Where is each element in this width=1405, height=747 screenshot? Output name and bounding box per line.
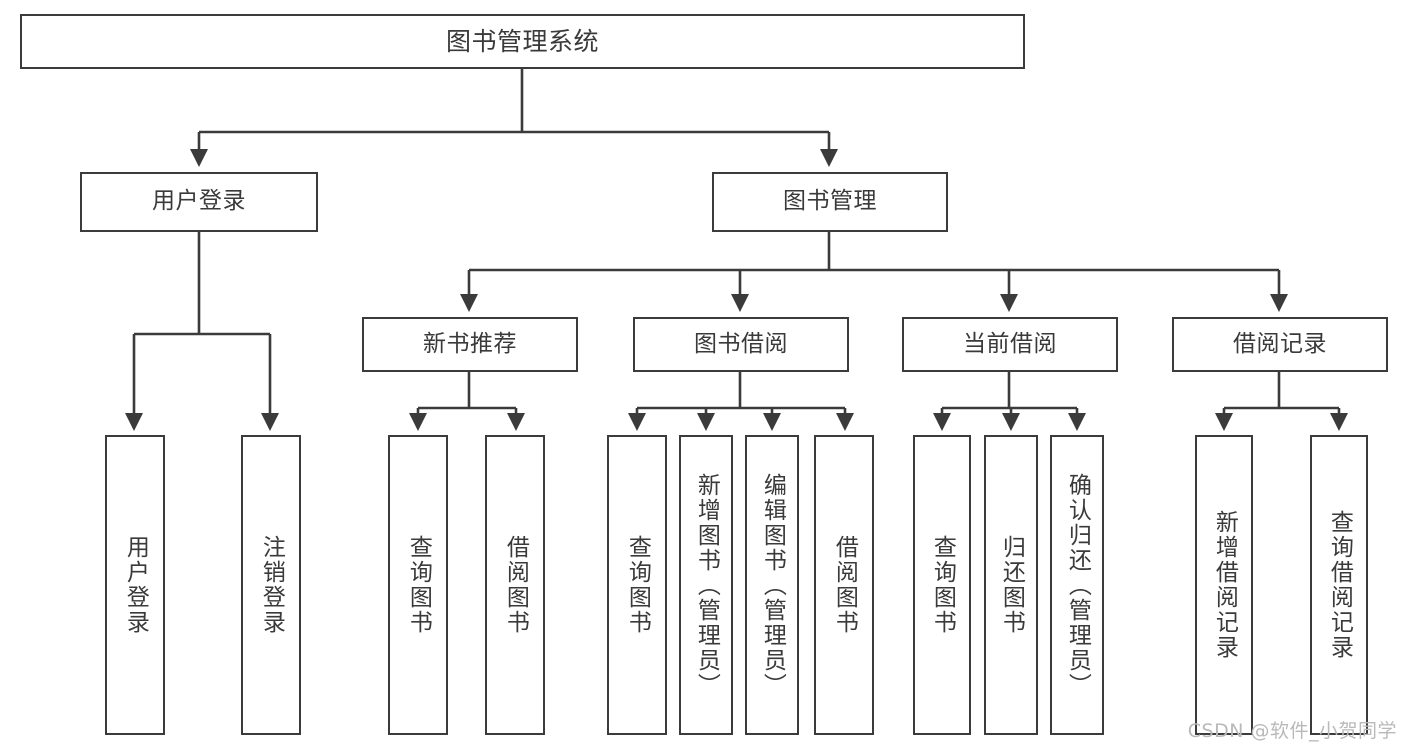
node-leaf-logout[interactable]: 注销登录	[241, 435, 301, 735]
node-new-book-recommend[interactable]: 新书推荐	[362, 317, 578, 372]
node-root-label: 图书管理系统	[445, 26, 599, 56]
node-leaf-borrow-book-recommend-label: 借阅图书	[502, 535, 529, 635]
node-leaf-query-borrow-record-label: 查询借阅记录	[1326, 510, 1353, 660]
node-borrow-record[interactable]: 借阅记录	[1172, 317, 1388, 372]
node-root[interactable]: 图书管理系统	[20, 14, 1025, 69]
node-leaf-return-book[interactable]: 归还图书	[984, 435, 1038, 735]
node-user-login[interactable]: 用户登录	[80, 172, 318, 232]
node-leaf-borrow-book-label: 借阅图书	[831, 535, 858, 635]
node-leaf-user-login-label: 用户登录	[122, 535, 149, 635]
root-to-level2-connectors	[189, 69, 839, 168]
node-current-borrow-label: 当前借阅	[963, 330, 1057, 357]
node-leaf-query-book-borrow-label: 查询图书	[624, 535, 651, 635]
book-manage-to-level3-connectors	[459, 232, 1289, 313]
node-leaf-confirm-return-admin-label: 确认归还（管理员）	[1064, 472, 1091, 698]
node-leaf-add-borrow-record[interactable]: 新增借阅记录	[1195, 435, 1253, 735]
node-leaf-edit-book-admin[interactable]: 编辑图书（管理员）	[745, 435, 799, 735]
node-leaf-user-login[interactable]: 用户登录	[105, 435, 165, 735]
borrow-record-to-leaves-connectors	[1214, 372, 1349, 432]
node-leaf-query-borrow-record[interactable]: 查询借阅记录	[1310, 435, 1368, 735]
node-book-manage-label: 图书管理	[783, 188, 877, 215]
node-new-book-recommend-label: 新书推荐	[423, 330, 517, 357]
node-leaf-add-book-admin[interactable]: 新增图书（管理员）	[679, 435, 733, 735]
book-borrow-to-leaves-connectors	[627, 372, 855, 432]
node-leaf-query-book-current-label: 查询图书	[929, 535, 956, 635]
node-book-borrow[interactable]: 图书借阅	[633, 317, 849, 372]
new-book-recommend-to-leaves-connectors	[408, 372, 526, 432]
node-leaf-return-book-label: 归还图书	[998, 535, 1025, 635]
node-leaf-query-book-recommend-label: 查询图书	[405, 535, 432, 635]
node-leaf-confirm-return-admin[interactable]: 确认归还（管理员）	[1050, 435, 1104, 735]
node-leaf-query-book-recommend[interactable]: 查询图书	[388, 435, 448, 735]
current-borrow-to-leaves-connectors	[932, 372, 1087, 432]
node-leaf-edit-book-admin-label: 编辑图书（管理员）	[759, 472, 786, 698]
node-leaf-logout-label: 注销登录	[258, 535, 285, 635]
node-leaf-add-book-admin-label: 新增图书（管理员）	[693, 472, 720, 698]
node-leaf-add-borrow-record-label: 新增借阅记录	[1211, 510, 1238, 660]
user-login-to-leaves-connectors	[124, 232, 280, 432]
node-book-manage[interactable]: 图书管理	[712, 172, 948, 232]
node-user-login-label: 用户登录	[152, 188, 246, 215]
node-current-borrow[interactable]: 当前借阅	[902, 317, 1118, 372]
node-leaf-borrow-book[interactable]: 借阅图书	[814, 435, 874, 735]
node-book-borrow-label: 图书借阅	[694, 330, 788, 357]
node-leaf-query-book-current[interactable]: 查询图书	[913, 435, 971, 735]
node-leaf-query-book-borrow[interactable]: 查询图书	[607, 435, 667, 735]
node-leaf-borrow-book-recommend[interactable]: 借阅图书	[485, 435, 545, 735]
node-borrow-record-label: 借阅记录	[1233, 330, 1327, 357]
